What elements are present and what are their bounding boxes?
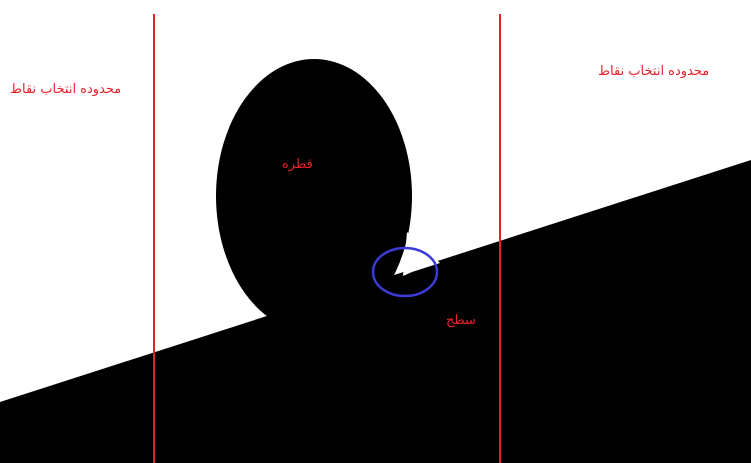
selection-zone-label-right: محدوده انتخاب نقاط (598, 64, 709, 80)
selection-zone-label-left: محدوده انتخاب نقاط (10, 82, 121, 98)
drop-body (216, 59, 412, 333)
drop-label: قطره (282, 157, 313, 173)
surface-label: سطح (446, 313, 476, 329)
